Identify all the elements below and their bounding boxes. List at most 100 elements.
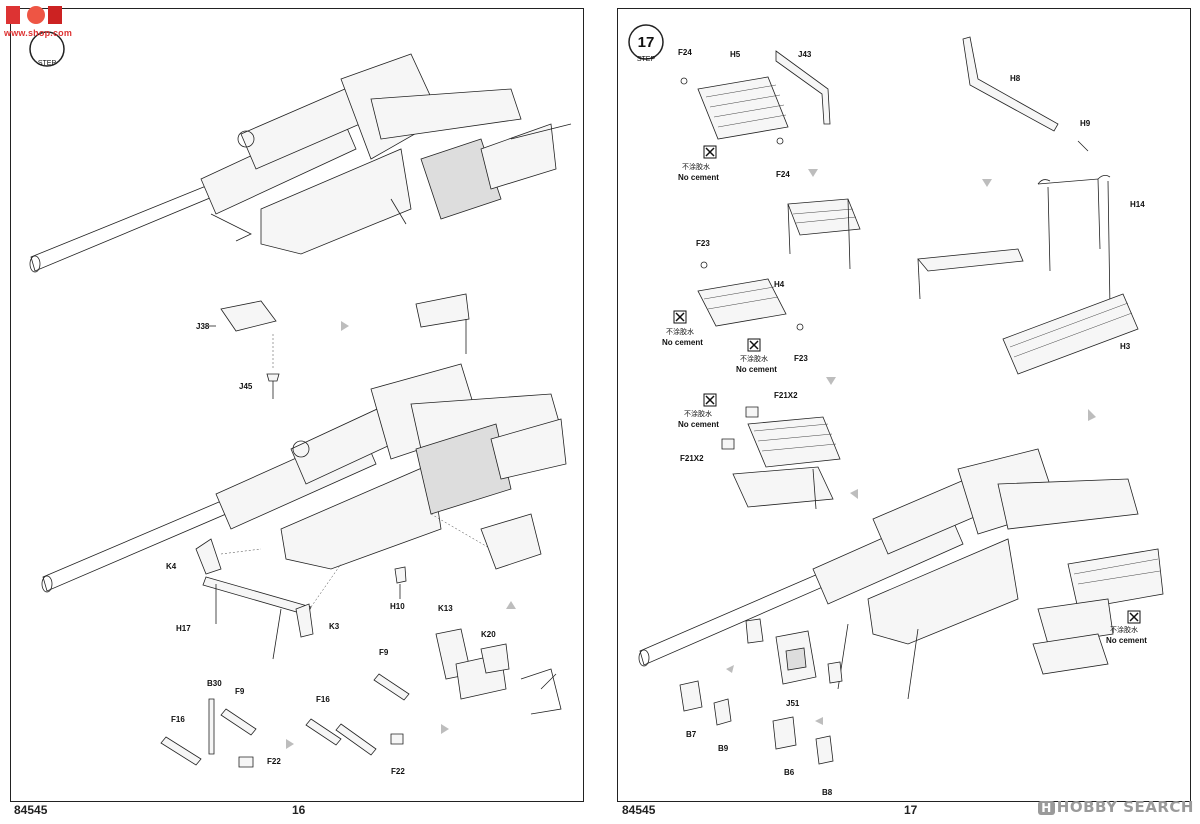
label-h9: H9 [1080, 119, 1091, 128]
part-h4: F23 H4 F23 [696, 198, 861, 363]
no-cement-1: 不涂胶水 No cement [678, 145, 719, 182]
part-j38: J38 [196, 300, 277, 332]
label-f9b: F9 [379, 648, 389, 657]
part-j51: J51 [775, 630, 817, 708]
label-j43: J43 [798, 50, 812, 59]
no-cement-2: 不涂胶水 No cement [662, 310, 703, 347]
label-f23a: F23 [696, 239, 710, 248]
label-k13: K13 [438, 604, 453, 613]
label-j45: J45 [239, 382, 253, 391]
no-cement-cn: 不涂胶水 [1110, 625, 1138, 634]
no-cement-en: No cement [678, 173, 719, 182]
part-small-plate [745, 618, 764, 644]
gun-assembly-top [29, 53, 572, 273]
label-f16b: F16 [316, 695, 330, 704]
no-cement-en: No cement [736, 365, 777, 374]
part-h10: H10 [390, 566, 407, 611]
direction-arrow [826, 377, 836, 385]
label-h17: H17 [176, 624, 191, 633]
direction-arrow [341, 321, 349, 331]
label-h5: H5 [730, 50, 741, 59]
part-k13-k20: K13 K20 [435, 604, 562, 715]
label-h3: H3 [1120, 342, 1131, 351]
part-f21x2-step: F21X2 F21X2 [680, 391, 841, 510]
label-k20: K20 [481, 630, 496, 639]
watermark-site: www.shop.com [4, 28, 73, 38]
page-number-left: 16 [292, 803, 306, 817]
label-b9: B9 [718, 744, 729, 753]
final-gun-assembly [638, 448, 1164, 700]
no-cement-5: 不涂胶水 No cement [1106, 610, 1147, 645]
direction-arrow [808, 169, 818, 177]
assembly-diagram-step-16: STEP J38 J45 [29, 31, 572, 776]
assembly-diagram-step-17: 17 STEP F24 H5 J43 F24 不涂胶水 No cement H8… [628, 24, 1164, 797]
direction-arrow [1088, 409, 1096, 421]
label-b30: B30 [207, 679, 222, 688]
catalog-number-left: 84545 [14, 803, 48, 817]
part-cluster-b: F9 F16 F22 [305, 648, 410, 776]
part-h17: H17 [176, 576, 312, 660]
label-b6: B6 [784, 768, 795, 777]
direction-arrow [850, 489, 858, 499]
label-h14: H14 [1130, 200, 1145, 209]
part-j45: J45 [239, 373, 280, 399]
direction-arrow [982, 179, 992, 187]
part-h14-h3: H14 H3 [917, 175, 1145, 375]
direction-arrow [726, 665, 734, 673]
instruction-page-17: 17 STEP F24 H5 J43 F24 不涂胶水 No cement H8… [617, 8, 1191, 802]
label-f22b: F22 [391, 767, 405, 776]
label-f23b: F23 [794, 354, 808, 363]
no-cement-cn: 不涂胶水 [740, 354, 768, 363]
part-b8: B8 [815, 735, 834, 797]
step-badge: 17 STEP [628, 24, 664, 63]
label-j51: J51 [786, 699, 800, 708]
part-b9: B9 [713, 698, 732, 753]
no-cement-4: 不涂胶水 No cement [678, 393, 719, 429]
no-cement-en: No cement [1106, 636, 1147, 645]
label-k4: K4 [166, 562, 177, 571]
label-k3: K3 [329, 622, 340, 631]
label-f9a: F9 [235, 687, 245, 696]
direction-arrow [441, 724, 449, 734]
part-h5-j43: F24 H5 J43 F24 [678, 48, 831, 179]
watermark-logo [4, 4, 74, 38]
part-k4: K4 [166, 538, 222, 575]
label-h4: H4 [774, 280, 785, 289]
no-cement-en: No cement [678, 420, 719, 429]
step-word: STEP [637, 56, 656, 63]
no-cement-en: No cement [662, 338, 703, 347]
direction-arrow [815, 717, 823, 725]
label-f21x2b: F21X2 [680, 454, 704, 463]
label-h10: H10 [390, 602, 405, 611]
part-h8-h9: H8 H9 [962, 36, 1091, 152]
part-b7: B7 [679, 680, 703, 739]
part-small-plate [827, 661, 843, 684]
brand-name: HOBBY SEARCH [1056, 798, 1194, 816]
label-f22a: F22 [267, 757, 281, 766]
no-cement-cn: 不涂胶水 [684, 409, 712, 418]
label-f24a: F24 [678, 48, 692, 57]
direction-arrow [506, 601, 516, 609]
step-word: STEP [38, 60, 57, 67]
part-bracket-right [480, 513, 542, 570]
brand-badge: H [1038, 801, 1055, 815]
label-b7: B7 [686, 730, 697, 739]
step-number: 17 [638, 34, 655, 51]
label-b8: B8 [822, 788, 833, 797]
label-f24b: F24 [776, 170, 790, 179]
instruction-page-16: STEP J38 J45 [10, 8, 584, 802]
no-cement-cn: 不涂胶水 [666, 327, 694, 336]
part-b6: B6 [772, 716, 797, 777]
step-badge: STEP [29, 31, 65, 67]
label-f16a: F16 [171, 715, 185, 724]
label-j38: J38 [196, 322, 210, 331]
part-k3: K3 [295, 603, 340, 638]
no-cement-3: 不涂胶水 No cement [736, 338, 777, 374]
no-cement-cn: 不涂胶水 [682, 162, 710, 171]
part-cluster-a: B30 F9 F16 F22 [160, 679, 281, 768]
page-number-right: 17 [904, 803, 918, 817]
catalog-number-right: 84545 [622, 803, 656, 817]
label-h8: H8 [1010, 74, 1021, 83]
label-f21x2a: F21X2 [774, 391, 798, 400]
